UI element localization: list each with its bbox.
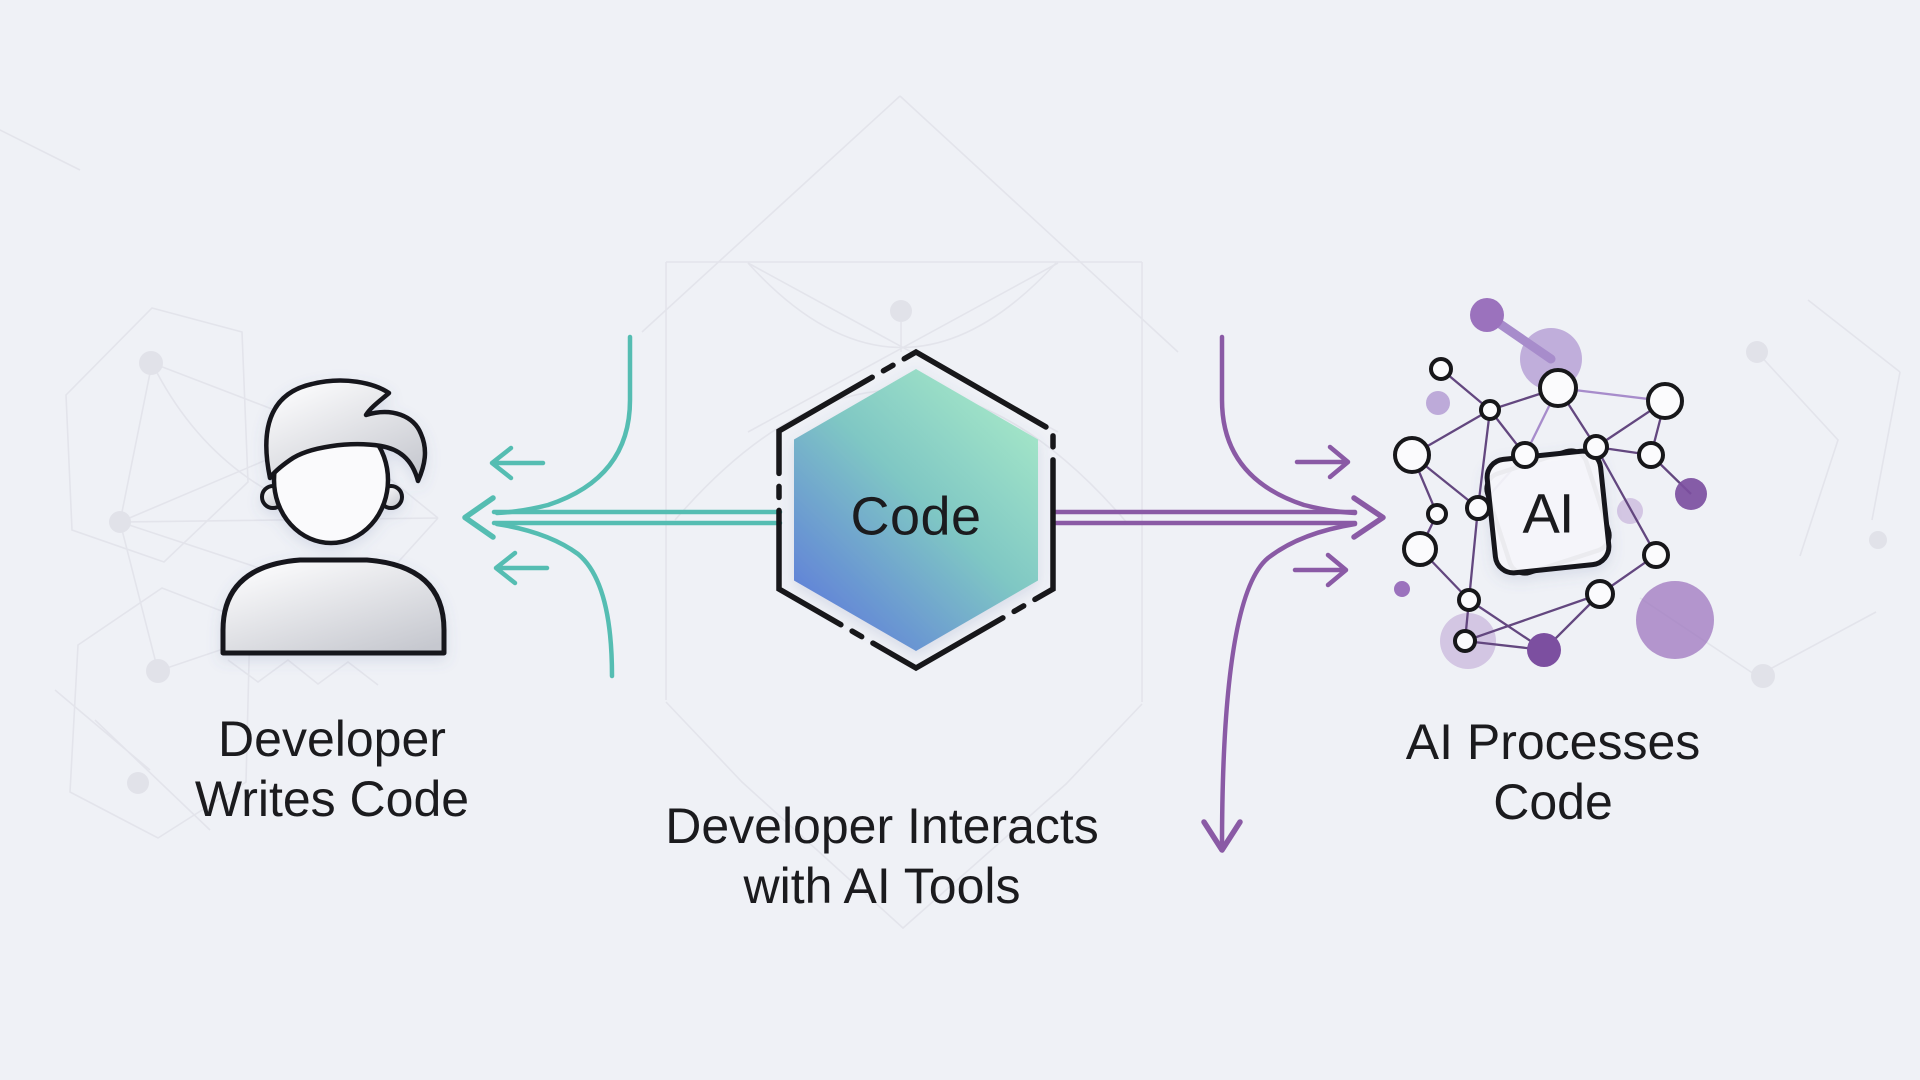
decor-dot (109, 511, 131, 533)
purple-flow (1051, 334, 1386, 853)
network-node (1585, 579, 1615, 609)
network-blob (1636, 581, 1714, 659)
background-decor-left (0, 129, 439, 839)
developer-shoulders (220, 557, 447, 656)
teal-small-arrow-top (489, 445, 546, 481)
developer-caption-line2: Writes Code (194, 771, 470, 827)
background-decor-right (1639, 299, 1901, 688)
purple-merge-curve-top (1219, 334, 1358, 516)
network-node (1538, 368, 1578, 408)
network-node (1393, 436, 1431, 474)
network-edge (1557, 387, 1666, 556)
code-hexagon-outline (776, 348, 1056, 672)
purple-main-arrow-head (1351, 495, 1386, 540)
network-node (1479, 399, 1501, 421)
network-node (1583, 434, 1609, 460)
network-node (1646, 382, 1684, 420)
code-hexagon-fill (794, 369, 1038, 651)
interaction-caption: Developer Interacts with AI Tools (665, 796, 1099, 916)
network-edge (1419, 507, 1601, 652)
teal-small-arrow-bottom (493, 550, 550, 586)
teal-main-arrow-shaft (491, 509, 783, 526)
network-edge (1543, 400, 1692, 651)
network-dot (1426, 391, 1450, 415)
ai-network-icon (1393, 298, 1714, 669)
ai-chip (1484, 448, 1612, 576)
purple-small-arrow-bottom (1292, 552, 1349, 588)
network-blob (1617, 498, 1643, 524)
ai-chip-front (1484, 448, 1612, 576)
decor-dot (1751, 664, 1775, 688)
ai-caption-line1: AI Processes (1405, 714, 1701, 770)
decor-polygon (65, 307, 249, 563)
purple-down-arrow-head (1201, 819, 1243, 853)
decor-dot (1869, 531, 1887, 549)
teal-merge-curve-top (494, 334, 633, 516)
code-hexagon (776, 348, 1056, 672)
decor-dot (890, 300, 912, 322)
network-dot (1470, 298, 1504, 332)
decor-dot (1746, 341, 1768, 363)
decor-frame (665, 261, 1143, 702)
network-dot (1527, 633, 1561, 667)
decor-dot (127, 772, 149, 794)
interaction-caption-line2: with AI Tools (743, 858, 1021, 914)
decor-dot (146, 659, 170, 683)
ai-caption-line2: Code (1493, 774, 1613, 830)
developer-caption-line1: Developer (218, 711, 446, 767)
network-edge (1411, 368, 1559, 509)
purple-branch-down (1219, 521, 1358, 851)
interaction-caption-line1: Developer Interacts (665, 798, 1099, 854)
network-dot (1394, 581, 1410, 597)
network-nodes (1393, 357, 1684, 653)
decor-v-shape (665, 701, 1143, 930)
network-node (1429, 357, 1453, 381)
network-edges (1410, 368, 1692, 652)
decor-triangle-lines (641, 95, 1179, 353)
teal-main-arrow-head (462, 495, 496, 540)
network-node (1457, 588, 1481, 612)
network-node (1637, 441, 1665, 469)
network-node (1402, 531, 1438, 567)
code-node-label: Code (850, 486, 982, 547)
developer-hair (264, 378, 428, 484)
purple-small-arrow-top (1294, 444, 1351, 480)
teal-flow (462, 334, 783, 679)
decor-zigzag (227, 658, 379, 686)
network-node (1426, 503, 1448, 525)
network-node (1453, 629, 1477, 653)
network-node (1642, 541, 1670, 569)
decor-dot (139, 351, 163, 375)
decor-polygon (69, 587, 251, 839)
developer-icon (220, 378, 447, 656)
ai-caption: AI Processes Code (1406, 712, 1701, 832)
ai-node-label: AI (1522, 481, 1575, 545)
network-dot (1675, 478, 1707, 510)
purple-main-arrow-shaft (1051, 509, 1358, 526)
teal-merge-curve-bottom (494, 521, 615, 679)
network-node (1511, 441, 1539, 469)
developer-caption: Developer Writes Code (195, 709, 469, 829)
network-node (1465, 495, 1491, 521)
decor-lines (0, 129, 211, 831)
